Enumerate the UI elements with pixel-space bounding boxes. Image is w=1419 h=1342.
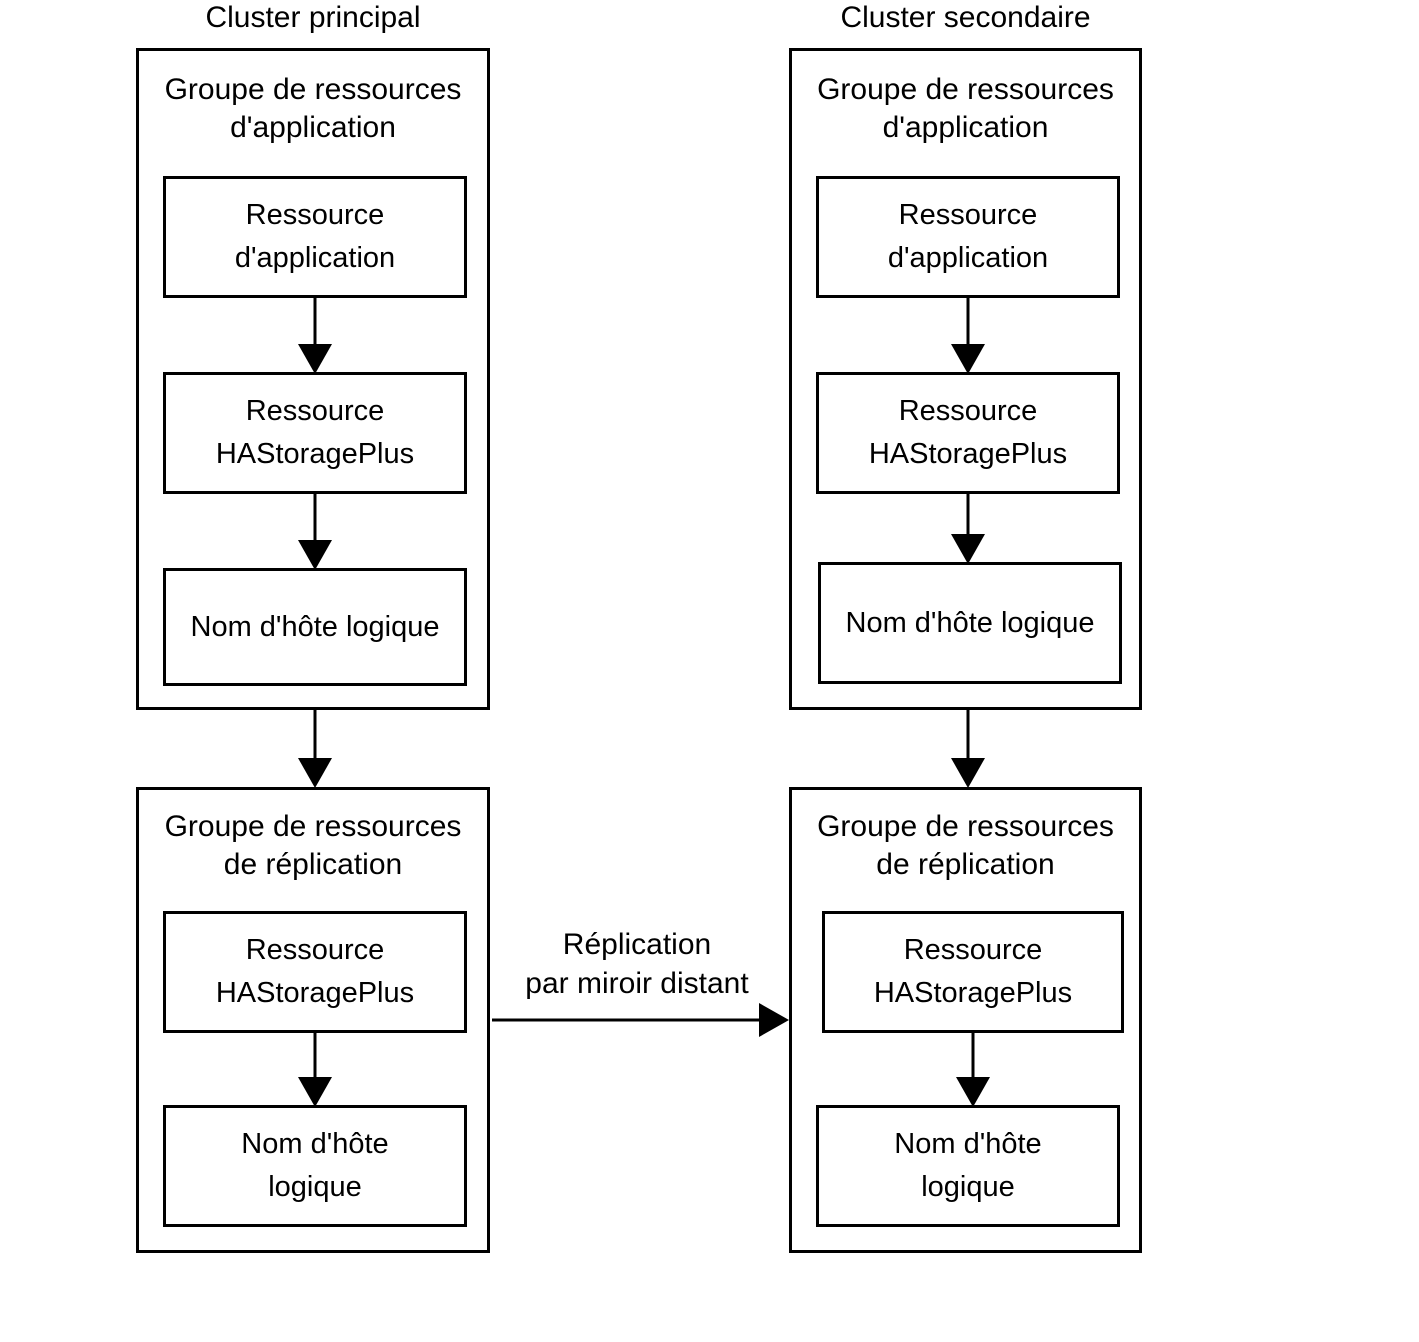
group-label-secondary-replication: Groupe de ressources de réplication [817, 810, 1114, 881]
node-secondary-replication-logicalhost[interactable]: Nom d'hôte logique [816, 1105, 1120, 1227]
arrow-head-icon [298, 1077, 332, 1107]
node-label: Nom d'hôte logique [190, 610, 440, 643]
node-primary-application-hastorageplus[interactable]: Ressource HAStoragePlus [163, 372, 467, 494]
node-secondary-application-resource[interactable]: Ressource d'application [816, 176, 1120, 298]
arrow-primary-appgroup-to-replgroup [298, 710, 332, 788]
arrow-secondary-app-hastorageplus-to-logicalhost [951, 494, 985, 564]
cluster-title-primary: Cluster principal [205, 1, 421, 34]
node-secondary-application-logicalhost[interactable]: Nom d'hôte logique [818, 562, 1122, 684]
arrow-head-icon [951, 758, 985, 788]
node-label: Ressource d'application [234, 199, 396, 274]
arrow-primary-repl-hastorageplus-to-logicalhost [298, 1033, 332, 1107]
node-label: Ressource d'application [887, 199, 1049, 274]
group-label-primary-application: Groupe de ressources d'application [164, 73, 462, 144]
arrow-shaft [313, 710, 317, 760]
arrow-head-icon [951, 534, 985, 564]
arrow-primary-app-resource-to-hastorageplus [298, 298, 332, 374]
node-label: Ressource HAStoragePlus [215, 934, 415, 1009]
node-primary-replication-logicalhost[interactable]: Nom d'hôte logique [163, 1105, 467, 1227]
arrow-replication-primary-to-secondary [492, 1003, 789, 1037]
edge-label-replication: Réplication par miroir distant [525, 928, 749, 1000]
group-label-secondary-application: Groupe de ressources d'application [817, 73, 1114, 144]
arrow-head-icon [956, 1077, 990, 1107]
arrow-primary-app-hastorageplus-to-logicalhost [298, 494, 332, 570]
node-label: Nom d'hôte logique [894, 1128, 1042, 1203]
arrow-head-icon [298, 540, 332, 570]
arrow-secondary-repl-hastorageplus-to-logicalhost [956, 1033, 990, 1107]
arrow-shaft [492, 1018, 764, 1022]
arrow-head-icon [298, 758, 332, 788]
cluster-title-secondary: Cluster secondaire [840, 1, 1091, 34]
arrow-head-icon [298, 344, 332, 374]
arrow-shaft [313, 298, 317, 346]
arrow-shaft [966, 298, 970, 346]
node-primary-replication-hastorageplus[interactable]: Ressource HAStoragePlus [163, 911, 467, 1033]
node-primary-application-logicalhost[interactable]: Nom d'hôte logique [163, 568, 467, 686]
arrow-shaft [313, 1033, 317, 1079]
arrow-head-icon [759, 1003, 789, 1037]
arrow-shaft [966, 494, 970, 536]
node-label: Ressource HAStoragePlus [215, 395, 415, 470]
node-label: Ressource HAStoragePlus [868, 395, 1068, 470]
arrow-secondary-appgroup-to-replgroup [951, 710, 985, 788]
arrow-secondary-app-resource-to-hastorageplus [951, 298, 985, 374]
arrow-shaft [966, 710, 970, 760]
node-secondary-application-hastorageplus[interactable]: Ressource HAStoragePlus [816, 372, 1120, 494]
group-label-primary-replication: Groupe de ressources de réplication [164, 810, 462, 881]
node-primary-application-resource[interactable]: Ressource d'application [163, 176, 467, 298]
arrow-shaft [971, 1033, 975, 1079]
node-label: Nom d'hôte logique [241, 1128, 389, 1203]
node-label: Nom d'hôte logique [845, 606, 1095, 639]
node-label: Ressource HAStoragePlus [873, 934, 1073, 1009]
arrow-shaft [313, 494, 317, 542]
node-secondary-replication-hastorageplus[interactable]: Ressource HAStoragePlus [822, 911, 1124, 1033]
arrow-head-icon [951, 344, 985, 374]
